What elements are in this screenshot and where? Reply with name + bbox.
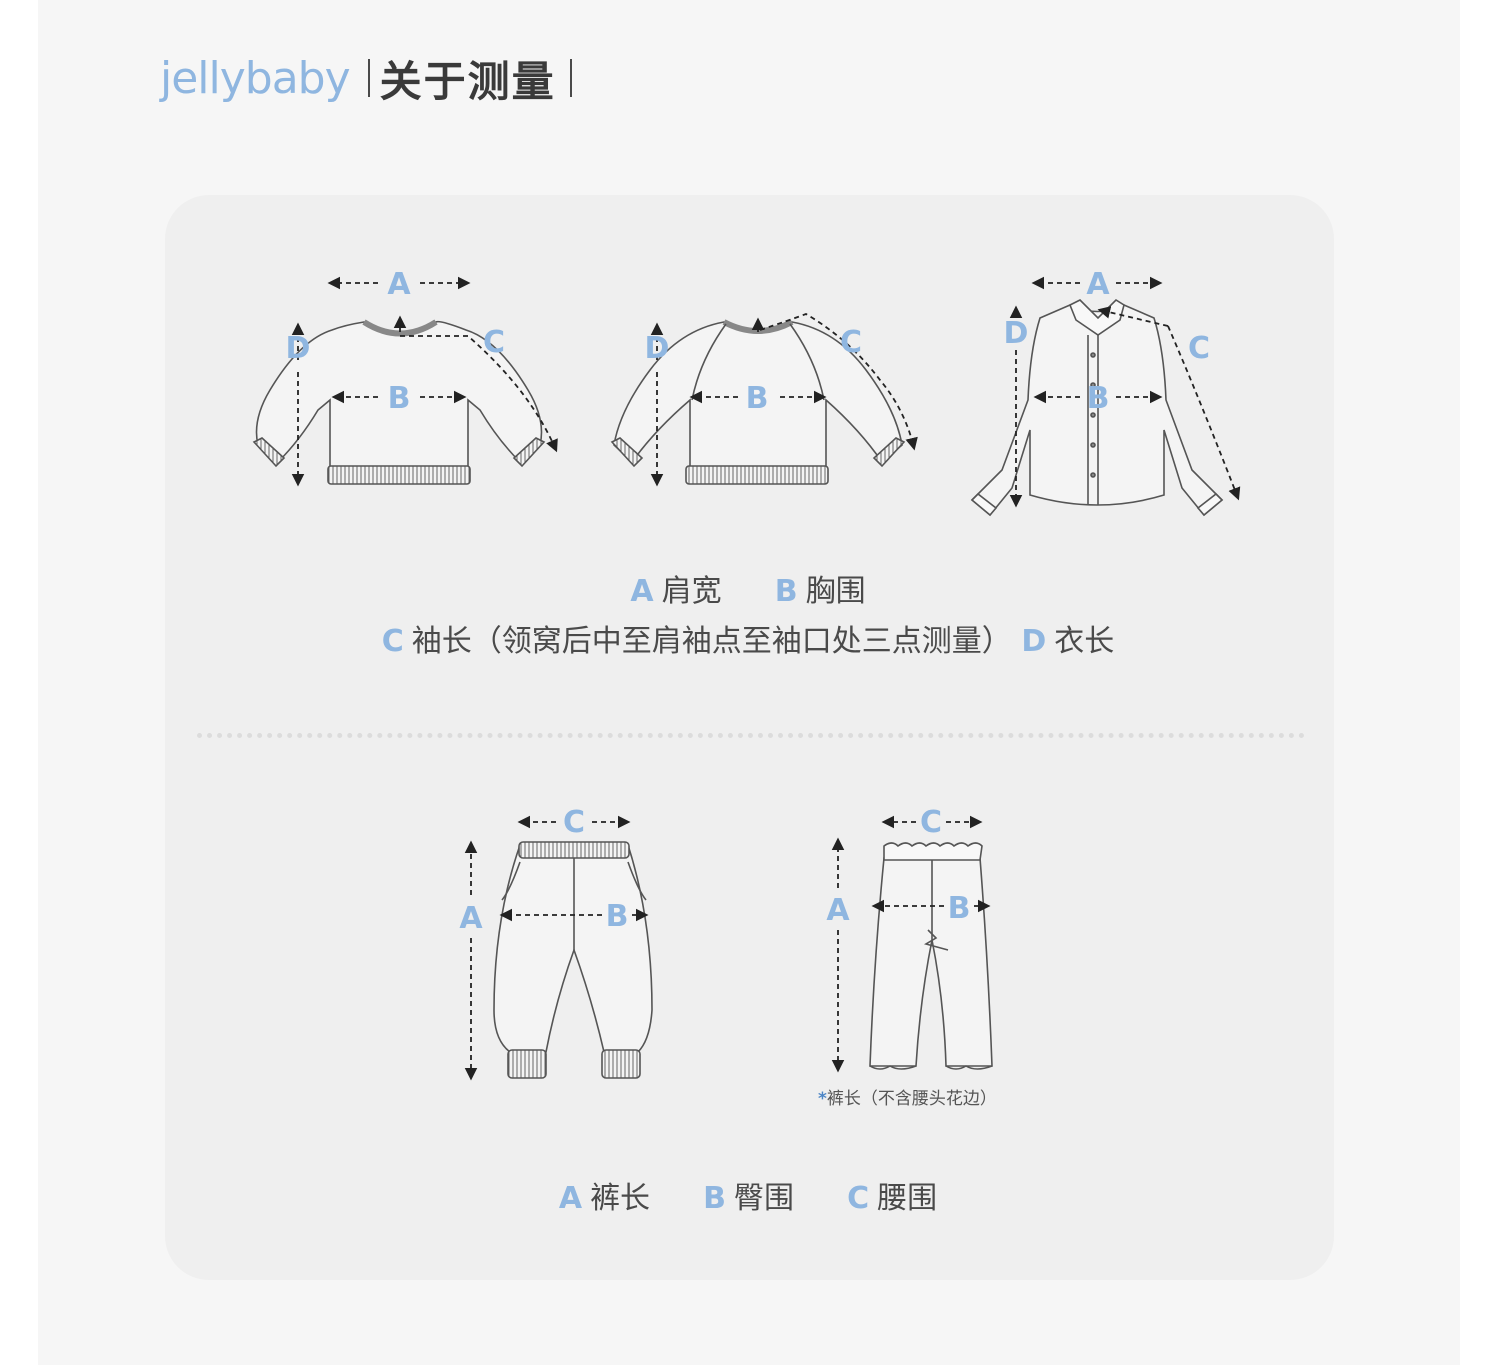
- legend-key: D: [1021, 624, 1047, 659]
- sweater-raglan-diagram: [610, 319, 906, 485]
- raglan-label-c: C: [840, 325, 862, 360]
- header: jellybaby 关于测量: [160, 48, 572, 108]
- legend-key: B: [703, 1181, 727, 1216]
- frill-label-b: B: [948, 891, 971, 926]
- shirt-diagram: [970, 298, 1224, 517]
- note-text: 裤长（不含腰头花边）: [826, 1089, 997, 1109]
- jogger-pants-diagram: [493, 841, 653, 1079]
- title-bar-left: [367, 59, 370, 97]
- legend-key: A: [630, 574, 654, 609]
- brand-logo: jellybaby: [160, 52, 351, 104]
- legend-text: 臀围: [734, 1181, 795, 1216]
- legend-key: B: [774, 574, 798, 609]
- legend-text: 衣长: [1054, 624, 1115, 659]
- shirt-label-b: B: [1087, 381, 1110, 416]
- sweater-label-a: A: [387, 267, 411, 302]
- sweater-label-c: C: [483, 325, 505, 360]
- title-bar-right: [569, 59, 572, 97]
- sweater-label-d: D: [286, 331, 311, 366]
- page-title: 关于测量: [379, 56, 556, 106]
- pants-length-note: *裤长（不含腰头花边）: [818, 1084, 997, 1109]
- shirt-label-c: C: [1188, 331, 1210, 366]
- jogger-label-c: C: [563, 805, 585, 840]
- shirt-label-d: D: [1004, 316, 1029, 351]
- frill-label-c: C: [920, 805, 942, 840]
- legend-key: A: [558, 1181, 583, 1216]
- legend-text: 胸围: [805, 574, 866, 609]
- legend-key: C: [381, 624, 404, 659]
- jogger-label-a: A: [459, 901, 483, 936]
- sweater-front-diagram: [252, 319, 546, 485]
- frill-pants-diagram: [869, 842, 993, 1070]
- legend-text: 裤长: [590, 1181, 651, 1216]
- raglan-label-b: B: [746, 381, 769, 416]
- shirt-label-a: A: [1086, 267, 1110, 302]
- jogger-label-b: B: [606, 899, 629, 934]
- legend-text: 腰围: [877, 1181, 938, 1216]
- sweater-label-b: B: [388, 381, 411, 416]
- note-star: *: [818, 1089, 827, 1109]
- section-divider: [197, 733, 1305, 738]
- legend-key: C: [847, 1181, 870, 1216]
- raglan-label-d: D: [645, 331, 670, 366]
- legend-text: 肩宽: [661, 574, 722, 609]
- legend-text: 袖长（领窝后中至肩袖点至袖口处三点测量）: [411, 624, 1012, 659]
- frill-label-a: A: [826, 893, 850, 928]
